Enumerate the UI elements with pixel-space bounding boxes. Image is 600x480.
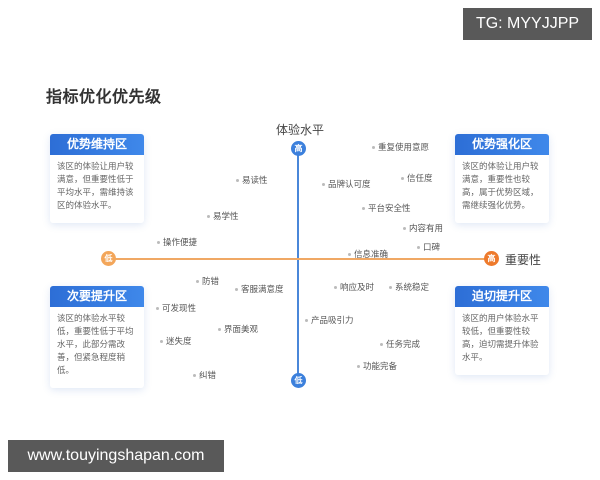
metric-point: 品牌认可度 [322,178,371,190]
metric-point: 界面美观 [218,323,258,335]
metric-label: 纠错 [199,371,217,381]
dot-icon [160,340,163,343]
watermark-top: TG: MYYJJPP [463,8,592,40]
dot-icon [417,246,420,249]
metric-label: 品牌认可度 [328,180,371,190]
y-high-node: 高 [291,141,306,156]
x-low-node: 低 [101,251,116,266]
dot-icon [348,253,351,256]
metric-point: 平台安全性 [362,202,411,214]
x-high-node: 高 [484,251,499,266]
metric-label: 响应及时 [340,283,375,293]
dot-icon [357,365,360,368]
metric-label: 迷失度 [166,337,192,347]
x-axis-line [108,258,492,260]
quadrant-card-urgent: 迫切提升区 该区的用户体验水平较低，但重要性较高，迫切需提升体验水平。 [455,286,549,375]
metric-label: 防错 [202,277,220,287]
dot-icon [362,207,365,210]
quadrant-card-secondary: 次要提升区 该区的体验水平较低，重要性低于平均水平，此部分需改善，但紧急程度稍低… [50,286,144,388]
metric-point: 内容有用 [403,222,443,234]
dot-icon [389,286,392,289]
quadrant-title: 优势维持区 [50,134,144,155]
quadrant-desc: 该区的体验让用户较满意，但重要性低于平均水平，需维持该区的体验水平。 [57,162,134,211]
metric-point: 可发现性 [156,302,196,314]
dot-icon [403,227,406,230]
quadrant-desc: 该区的用户体验水平较低，但重要性较高，迫切需提升体验水平。 [462,314,539,363]
dot-icon [372,146,375,149]
metric-label: 客服满意度 [241,285,284,295]
quadrant-desc: 该区的体验水平较低，重要性低于平均水平，此部分需改善，但紧急程度稍低。 [57,314,134,376]
metric-label: 平台安全性 [368,204,411,214]
dot-icon [207,215,210,218]
metric-label: 信息准确 [354,250,389,260]
metric-label: 易读性 [242,176,268,186]
metric-label: 产品吸引力 [311,316,354,326]
metric-label: 系统稳定 [395,283,430,293]
y-axis-label: 体验水平 [276,123,325,137]
metric-point: 产品吸引力 [305,314,354,326]
metric-point: 响应及时 [334,281,374,293]
metric-point: 迷失度 [160,335,192,347]
dot-icon [380,343,383,346]
dot-icon [218,328,221,331]
dot-icon [236,179,239,182]
metric-point: 任务完成 [380,338,420,350]
metric-label: 重复使用意愿 [378,143,430,153]
metric-label: 任务完成 [386,340,421,350]
y-axis-line [297,148,299,381]
metric-label: 可发现性 [162,304,197,314]
metric-label: 内容有用 [409,224,444,234]
metric-point: 口碑 [417,241,440,253]
metric-point: 信息准确 [348,248,388,260]
metric-point: 易学性 [207,210,239,222]
quadrant-card-maintain: 优势维持区 该区的体验让用户较满意，但重要性低于平均水平，需维持该区的体验水平。 [50,134,144,223]
metric-point: 客服满意度 [235,283,284,295]
page-title: 指标优化优先级 [46,87,162,106]
metric-point: 防错 [196,275,219,287]
dot-icon [156,307,159,310]
metric-point: 易读性 [236,174,268,186]
dot-icon [235,288,238,291]
x-axis-label: 重要性 [505,253,542,267]
quadrant-title: 优势强化区 [455,134,549,155]
dot-icon [193,374,196,377]
dot-icon [157,241,160,244]
metric-point: 系统稳定 [389,281,429,293]
watermark-bottom: www.touyingshapan.com [8,440,224,472]
dot-icon [334,286,337,289]
quadrant-desc: 该区的体验让用户较满意，重要性也较高，属于优势区域，需继续强化优势。 [462,162,539,211]
metric-point: 功能完备 [357,360,397,372]
metric-label: 信任度 [407,174,433,184]
quadrant-card-strengthen: 优势强化区 该区的体验让用户较满意，重要性也较高，属于优势区域，需继续强化优势。 [455,134,549,223]
metric-point: 信任度 [401,172,433,184]
dot-icon [401,177,404,180]
metric-label: 界面美观 [224,325,259,335]
dot-icon [196,280,199,283]
metric-point: 纠错 [193,369,216,381]
quadrant-title: 次要提升区 [50,286,144,307]
metric-label: 操作便捷 [163,238,198,248]
metric-label: 功能完备 [363,362,398,372]
metric-point: 重复使用意愿 [372,141,429,153]
dot-icon [305,319,308,322]
metric-label: 易学性 [213,212,239,222]
metric-point: 操作便捷 [157,236,197,248]
dot-icon [322,183,325,186]
quadrant-title: 迫切提升区 [455,286,549,307]
metric-label: 口碑 [423,243,441,253]
y-low-node: 低 [291,373,306,388]
